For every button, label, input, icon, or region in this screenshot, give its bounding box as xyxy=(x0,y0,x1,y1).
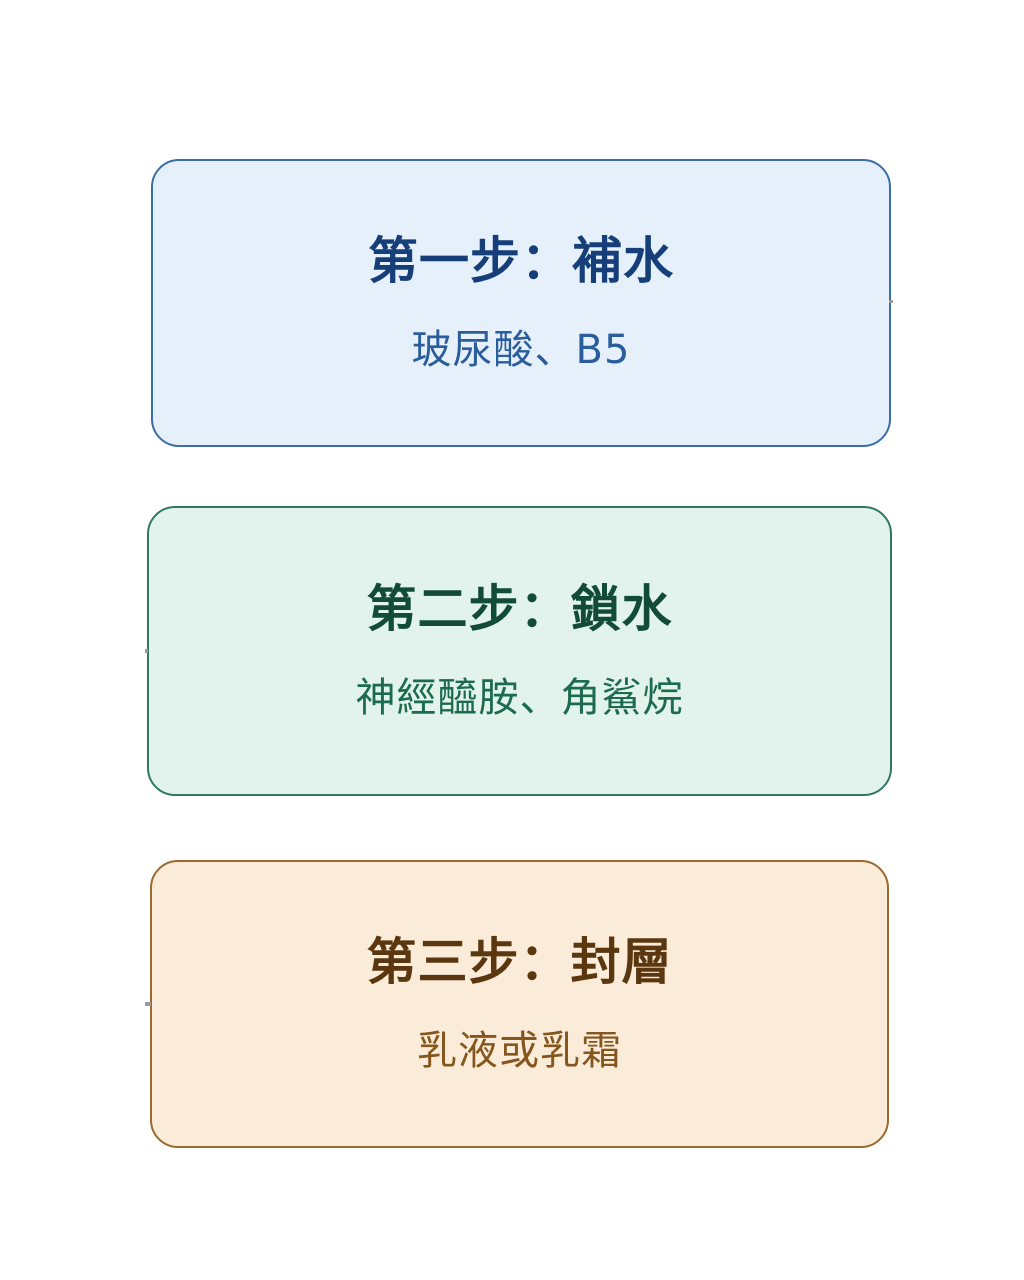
step-1-subtitle: 玻尿酸、B5 xyxy=(411,327,631,373)
step-1-box: 第一步：補水 玻尿酸、B5 xyxy=(151,159,891,447)
connector-stub-right xyxy=(889,300,893,303)
connector-stub-left-upper xyxy=(145,649,148,653)
step-2-box: 第二步：鎖水 神經醯胺、角鯊烷 xyxy=(147,506,892,796)
step-2-subtitle: 神經醯胺、角鯊烷 xyxy=(355,675,684,721)
step-3-subtitle: 乳液或乳霜 xyxy=(417,1028,622,1074)
step-2-title: 第二步：鎖水 xyxy=(366,580,673,638)
step-3-title: 第三步：封層 xyxy=(366,933,673,991)
step-1-title: 第一步：補水 xyxy=(368,232,674,290)
step-3-box: 第三步：封層 乳液或乳霜 xyxy=(150,860,889,1148)
connector-stub-left-lower xyxy=(145,1002,151,1006)
